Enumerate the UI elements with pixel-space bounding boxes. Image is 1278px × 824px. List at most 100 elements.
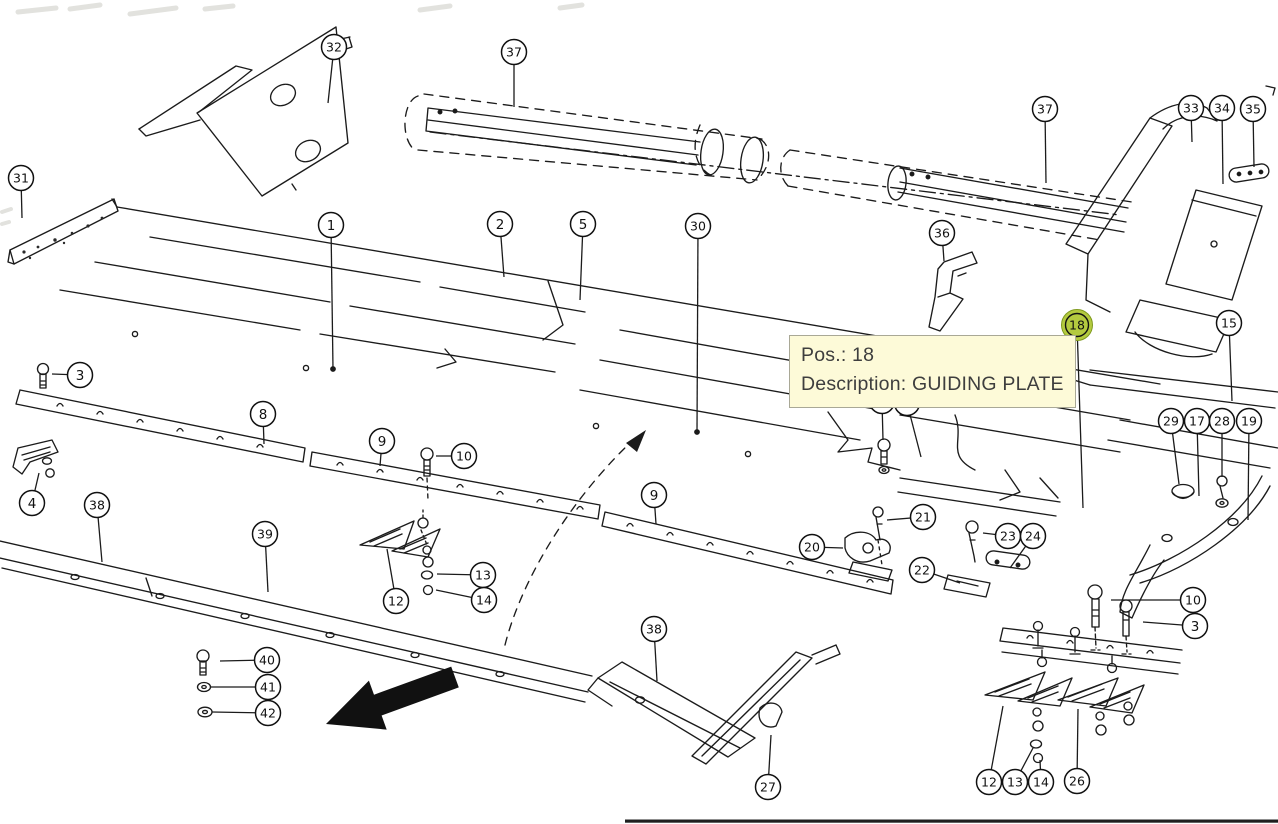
callout-9[interactable]: 9 xyxy=(640,481,668,525)
balloon-circle xyxy=(640,615,668,643)
balloon-circle xyxy=(254,673,282,701)
callout-18[interactable]: 18 xyxy=(1061,309,1093,509)
callout-4[interactable]: 4 xyxy=(18,472,46,517)
balloon-circle xyxy=(1177,94,1205,122)
callout-10[interactable]: 10 xyxy=(436,442,478,470)
balloon-circle xyxy=(18,489,46,517)
callout-3[interactable]: 3 xyxy=(1142,612,1209,640)
callout-38[interactable]: 38 xyxy=(83,491,111,563)
balloon-number: 3 xyxy=(1191,619,1200,635)
callout-23[interactable]: 23 xyxy=(982,522,1022,550)
callout-32[interactable]: 32 xyxy=(320,33,348,104)
tooltip-pos-line: Pos.: 18 xyxy=(801,344,875,366)
leader-line xyxy=(696,225,699,433)
balloon-circle xyxy=(1031,95,1059,123)
callout-36[interactable]: 36 xyxy=(928,219,956,262)
callout-10[interactable]: 10 xyxy=(1111,586,1207,614)
balloon-circle xyxy=(684,212,712,240)
callout-14[interactable]: 14 xyxy=(1027,759,1055,796)
balloon-circle xyxy=(500,38,528,66)
callout-9[interactable]: 9 xyxy=(368,427,396,467)
balloon-number: 37 xyxy=(506,45,522,60)
balloon-circle xyxy=(1208,94,1236,122)
balloon-number: 33 xyxy=(1183,101,1199,116)
balloon-number: 23 xyxy=(1000,529,1016,544)
callout-27[interactable]: 27 xyxy=(754,734,782,801)
balloon-circle xyxy=(1063,767,1091,795)
callout-3[interactable]: 3 xyxy=(51,361,94,389)
balloon-circle xyxy=(569,210,597,238)
callout-28[interactable]: 28 xyxy=(1208,407,1236,478)
balloon-circle xyxy=(928,219,956,247)
balloon-circle xyxy=(253,646,281,674)
balloon-number: 9 xyxy=(650,488,659,504)
callout-13[interactable]: 13 xyxy=(1001,747,1034,796)
balloon-number: 34 xyxy=(1214,101,1230,116)
balloon-circle xyxy=(254,699,282,727)
balloon-circle xyxy=(83,491,111,519)
callout-33[interactable]: 33 xyxy=(1177,94,1205,143)
balloon-circle xyxy=(251,520,279,548)
callout-24[interactable]: 24 xyxy=(1009,522,1047,569)
balloon-circle xyxy=(975,768,1003,796)
callout-41[interactable]: 41 xyxy=(211,673,282,701)
balloon-number: 4 xyxy=(28,496,37,512)
balloon-number: 42 xyxy=(260,706,276,721)
callout-29[interactable]: 29 xyxy=(1157,407,1185,485)
callout-19[interactable]: 19 xyxy=(1235,407,1263,521)
callout-22[interactable]: 22 xyxy=(908,556,961,584)
callout-34[interactable]: 34 xyxy=(1208,94,1236,185)
callout-12[interactable]: 12 xyxy=(382,548,410,615)
balloon-number: 31 xyxy=(13,171,29,186)
balloon-number: 30 xyxy=(690,219,706,234)
balloon-circle xyxy=(1181,612,1209,640)
balloon-number: 38 xyxy=(646,622,662,637)
leader-line xyxy=(1247,420,1250,521)
balloon-circle xyxy=(1064,312,1090,338)
callout-39[interactable]: 39 xyxy=(251,520,279,593)
balloon-circle xyxy=(1157,407,1185,435)
callout-21[interactable]: 21 xyxy=(886,503,937,531)
callout-40[interactable]: 40 xyxy=(219,646,281,674)
callout-30[interactable]: 30 xyxy=(684,212,712,433)
balloon-number: 35 xyxy=(1245,102,1261,117)
balloon-circle xyxy=(7,164,35,192)
leader-line xyxy=(330,224,334,370)
callout-1[interactable]: 1 xyxy=(317,211,345,370)
callout-35[interactable]: 35 xyxy=(1239,95,1267,168)
balloon-number: 18 xyxy=(1069,318,1085,333)
balloon-circle xyxy=(754,773,782,801)
balloon-circle xyxy=(317,211,345,239)
callout-2[interactable]: 2 xyxy=(486,210,514,278)
balloon-number: 36 xyxy=(934,226,950,241)
callout-37[interactable]: 37 xyxy=(500,38,528,108)
callout-20[interactable]: 20 xyxy=(798,533,844,561)
callout-14[interactable]: 14 xyxy=(435,586,498,614)
balloon-number: 37 xyxy=(1037,102,1053,117)
balloon-number: 5 xyxy=(579,217,588,233)
callout-12[interactable]: 12 xyxy=(975,705,1004,796)
balloon-number: 26 xyxy=(1069,774,1085,789)
callout-37[interactable]: 37 xyxy=(1031,95,1059,184)
callout-38[interactable]: 38 xyxy=(640,615,668,682)
callout-8[interactable]: 8 xyxy=(249,400,277,445)
balloon-circle xyxy=(486,210,514,238)
balloon-circle xyxy=(1001,768,1029,796)
balloon-number: 17 xyxy=(1189,414,1205,429)
callout-26[interactable]: 26 xyxy=(1063,708,1091,795)
callout-31[interactable]: 31 xyxy=(7,164,35,219)
balloon-number: 39 xyxy=(257,527,273,542)
balloon-circle xyxy=(908,556,936,584)
callout-5[interactable]: 5 xyxy=(569,210,597,301)
callout-42[interactable]: 42 xyxy=(211,699,282,727)
balloon-circle xyxy=(382,587,410,615)
callout-13[interactable]: 13 xyxy=(436,561,497,589)
callout-17[interactable]: 17 xyxy=(1183,407,1211,497)
balloon-number: 2 xyxy=(496,217,505,233)
balloon-number: 32 xyxy=(326,40,342,55)
callout-15[interactable]: 15 xyxy=(1215,309,1243,402)
balloon-circle xyxy=(640,481,668,509)
balloon-number: 20 xyxy=(804,540,820,555)
balloon-circle xyxy=(1239,95,1267,123)
